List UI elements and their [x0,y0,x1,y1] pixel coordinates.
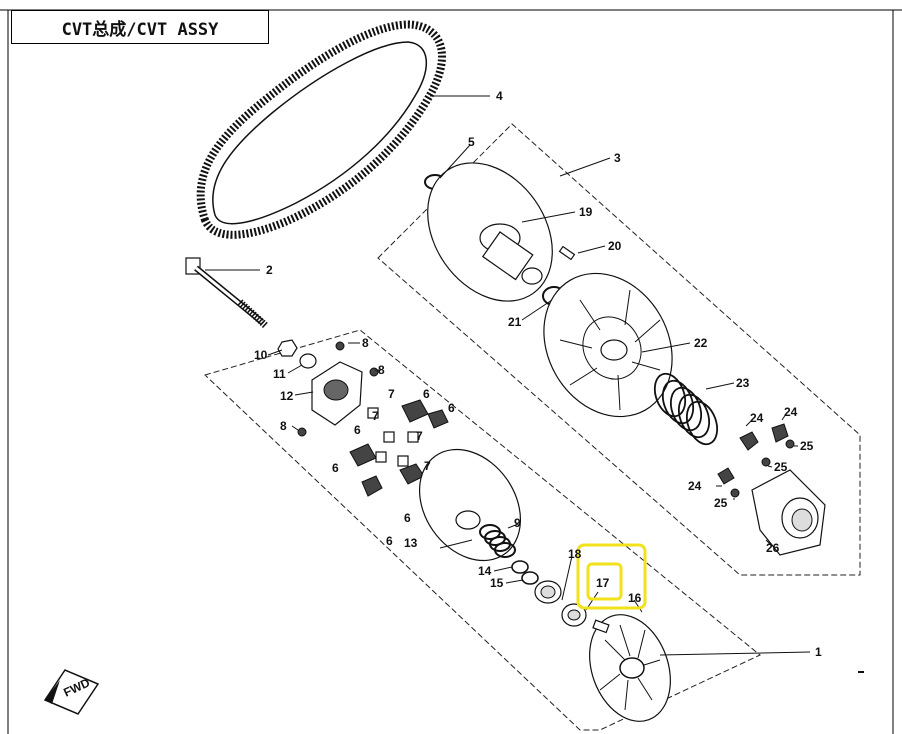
thrust-washer [511,560,529,574]
driven-movable-sheave [543,272,673,418]
callout-16: 16 [628,591,642,605]
callout-2: 2 [266,263,273,277]
nut [277,339,298,357]
roller [367,407,419,467]
callout-3: 3 [614,151,621,165]
callout-19: 19 [579,205,593,219]
callout-1: 1 [815,645,822,659]
callout-24: 24 [688,479,702,493]
callout-9: 9 [514,516,521,530]
diagram-title: CVT总成/CVT ASSY [11,10,269,44]
callout-20: 20 [608,239,622,253]
callout-5: 5 [468,135,475,149]
callout-13: 13 [404,536,418,550]
callout-8: 8 [378,363,385,377]
callout-18: 18 [568,547,582,561]
screw [369,367,379,377]
callout-24: 24 [750,411,764,425]
callout-15: 15 [490,576,504,590]
cam-slider [717,423,789,485]
callout-6: 6 [423,387,430,401]
fwd-arrow-icon [43,669,100,715]
callout-25: 25 [800,439,814,453]
driven-fixed-sheave [427,162,553,302]
callout-12: 12 [280,389,294,403]
screw [335,341,345,351]
drive-movable-sheave [418,448,522,562]
callout-8: 8 [280,419,287,433]
callout-11: 11 [273,367,286,381]
drive-clutch-group-boundary [204,329,761,731]
drive-belt [196,20,446,239]
callout-22: 22 [694,336,708,350]
callout-25: 25 [774,460,788,474]
pin [558,245,576,261]
callout-23: 23 [736,376,750,390]
callout-21: 21 [508,315,522,329]
callout-14: 14 [478,564,492,578]
drive-spring [479,524,516,558]
helix-cam [751,469,826,556]
roller-weight [349,399,449,497]
callout-26: 26 [766,541,780,555]
callout-6: 6 [354,423,361,437]
bushing [534,580,562,604]
callout-25: 25 [714,496,728,510]
callout-4: 4 [496,89,503,103]
center-bolt [185,257,269,329]
callout-24: 24 [784,405,798,419]
driven-clutch-group-boundary [377,123,861,576]
callout-8: 8 [362,336,369,350]
cam-screw [730,439,795,498]
spider [311,361,363,426]
highlight-inner-box [586,562,623,601]
callout-6: 6 [332,461,339,475]
callout-10: 10 [254,348,268,362]
callout-6: 6 [386,534,393,548]
highlight-outer-box [576,543,647,610]
driven-spring [653,372,719,446]
callout-7: 7 [424,459,431,473]
callout-7: 7 [372,409,379,423]
callout-6: 6 [448,401,455,415]
spacer-washer [521,571,539,585]
callout-6: 6 [404,511,411,525]
sleeve [561,603,587,627]
screw [297,427,307,437]
drive-fixed-sheave [589,614,671,722]
callout-17: 17 [596,576,610,590]
callout-7: 7 [416,429,423,443]
callout-7: 7 [388,387,395,401]
washer [299,353,317,369]
